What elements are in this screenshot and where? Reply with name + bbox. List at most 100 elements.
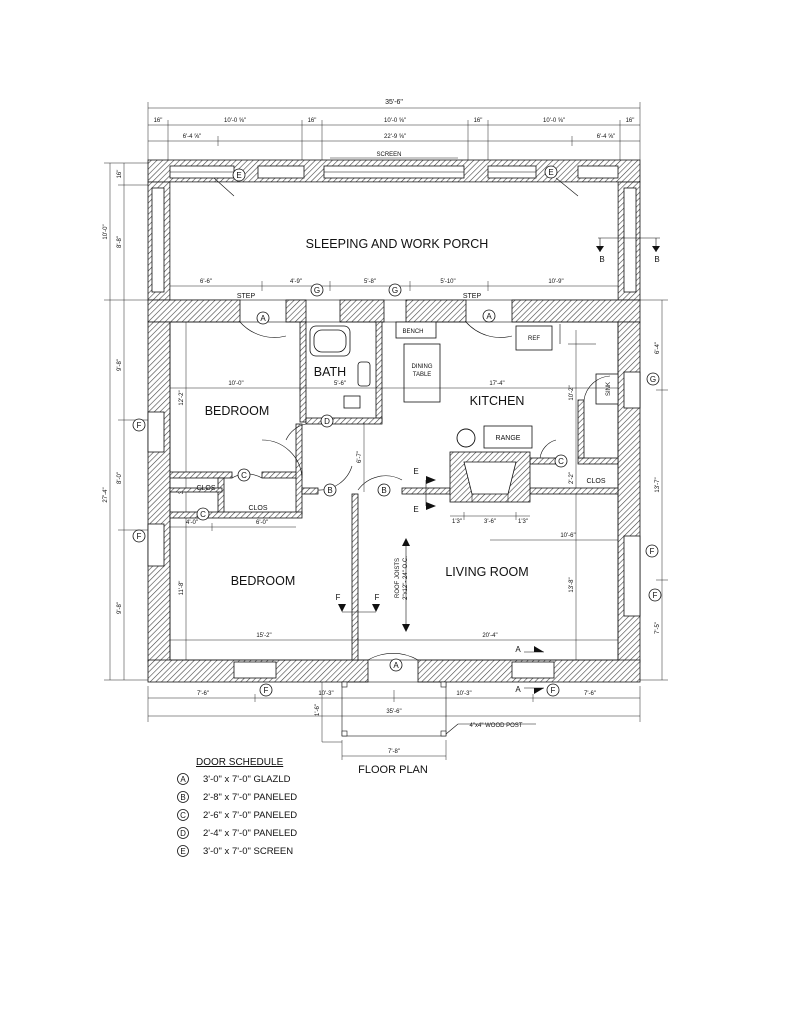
section-mark-a (524, 646, 544, 694)
bedroom-lower-label: BEDROOM (231, 574, 296, 588)
porch-walls (147, 159, 641, 301)
fireplace (449, 451, 531, 503)
dim-right-seg-3: 7'-5" (655, 622, 661, 634)
clos-label-1: CLOS (196, 485, 215, 492)
section-a-bottom: A (515, 685, 521, 694)
dim-top-4: 10'-0 ⅝" (384, 118, 406, 124)
step-right-label: STEP (463, 293, 482, 300)
interior-walls (169, 321, 619, 661)
section-mark-e (425, 476, 436, 510)
wood-post-label: 4"x4" WOOD POST (470, 723, 523, 729)
dim-kitchen-width: 17'-4" (489, 381, 504, 387)
dim-range-3: 1'3" (518, 519, 528, 525)
door-tag-f-bottom-right: F (551, 686, 556, 695)
clos-label-3: CLOS (586, 478, 605, 485)
door-tag-g-center: G (392, 286, 398, 295)
dim-range-1: 1'3" (452, 519, 462, 525)
dim-porch-front-1: 6'-6" (200, 279, 212, 285)
roof-joists-spec: 2"x12"- 24" O.C. (403, 556, 409, 600)
dim-bottom-2: 10'-3" (318, 691, 333, 697)
section-e-bottom: E (413, 505, 418, 514)
schedule-tag-c: C (180, 811, 186, 820)
dim-porch-front-2: 4'-9" (290, 279, 302, 285)
right-dimensions: 6'-4" 13'-7" 7'-5" 10'-2" 2'-2" 13'-8" (569, 299, 668, 681)
dim-right-inner-2: 2'-2" (569, 472, 575, 484)
step-left-label: STEP (237, 293, 256, 300)
schedule-spec-a: 3'-0" x 7'-0" GLAZLD (203, 774, 291, 785)
door-tag-f-bottom-left: F (264, 686, 269, 695)
dim-left-seg-3: 9'-8" (117, 602, 123, 614)
schedule-tag-e: E (180, 847, 185, 856)
door-tag-f-upper-left: F (137, 421, 142, 430)
section-a-top: A (515, 645, 521, 654)
dim-bedroom-width: 10'-0" (228, 381, 243, 387)
section-b-right: B (654, 255, 659, 264)
porch-screens (151, 165, 637, 293)
door-tag-e-left: E (236, 171, 241, 180)
dim-right-seg-1: 6'-4" (655, 342, 661, 354)
dining-label-1: DINING (412, 364, 433, 370)
door-tag-d: D (324, 417, 330, 426)
porch-door-swings (213, 177, 579, 197)
dim-range-2: 3'-6" (484, 519, 496, 525)
porch-title: SLEEPING AND WORK PORCH (306, 237, 489, 251)
dim-top-7: 16" (626, 118, 635, 124)
dim-post-offset: 1'-6" (315, 704, 321, 716)
section-mark-f (338, 604, 380, 613)
door-tag-a-front: A (393, 661, 399, 670)
section-f-right: F (375, 593, 380, 602)
door-tag-a-left: A (260, 314, 266, 323)
dim-left-seg-1: 9'-8" (117, 359, 123, 371)
door-tag-g-right: G (650, 375, 656, 384)
kitchen-label: KITCHEN (470, 394, 525, 408)
dim-left-inner-3: 11'-8" (179, 581, 185, 596)
schedule-spec-e: 3'-0" x 7'-0" SCREEN (203, 846, 293, 857)
door-tag-g-left: G (314, 286, 320, 295)
dim-bottom-3: 10'-3" (456, 691, 471, 697)
dim-porch-front-5: 10'-9" (548, 279, 563, 285)
front-stoop (321, 681, 459, 760)
dim-left-porch-outer: 10'-0" (103, 224, 109, 239)
dim-porch-stoop: 7'-8" (388, 749, 400, 755)
section-e-top: E (413, 467, 418, 476)
dim-left-seg-2: 8'-0" (117, 472, 123, 484)
section-b-left: B (599, 255, 604, 264)
bedroom-upper-label: BEDROOM (205, 404, 270, 418)
schedule-spec-d: 2'-4" x 7'-0" PANELED (203, 828, 297, 839)
dining-label-2: TABLE (413, 372, 432, 378)
bath-fixtures (309, 325, 371, 409)
door-tag-f-right-2: F (653, 591, 658, 600)
house-windows (147, 371, 641, 679)
dim-closet-2: 6'-0" (256, 520, 268, 526)
dim-hall: 6'-7" (357, 451, 363, 463)
roof-joists-arrow (402, 538, 410, 632)
door-schedule-heading: DOOR SCHEDULE (196, 757, 284, 768)
bath-label: BATH (314, 365, 346, 379)
dim-top-3: 16" (308, 118, 317, 124)
bottom-dimensions (147, 686, 641, 722)
schedule-tag-b: B (180, 793, 185, 802)
range-dims: 1'3" 3'-6" 1'3" (450, 512, 530, 525)
door-tags (132, 165, 662, 697)
dim-top-5: 16" (474, 118, 483, 124)
door-tag-e-right: E (548, 168, 553, 177)
schedule-spec-c: 2'-6" x 7'-0" PANELED (203, 810, 297, 821)
dim-right-seg-2: 13'-7" (655, 477, 661, 492)
dim-left-porch-side: 16" (117, 170, 123, 179)
dim-top-1: 16" (154, 118, 163, 124)
bench-label: BENCH (402, 329, 423, 335)
section-mark-b (596, 237, 660, 252)
dim-bottom-4: 7'-6" (584, 691, 596, 697)
door-tag-b-left: B (327, 486, 332, 495)
dim-second-3: 6'-4 ⅝" (597, 134, 616, 140)
kitchen-fixtures (395, 321, 619, 449)
section-f-left: F (336, 593, 341, 602)
dim-bedroom-lower-width: 15'-2" (256, 633, 271, 639)
dim-overall-top: 35'-6" (385, 99, 403, 106)
dim-porch-front-4: 5'-10" (440, 279, 455, 285)
roof-joists-label: ROOF JOISTS (395, 558, 401, 598)
top-dimensions: 35'-6" 16" 10'-0 ⅝" 16" 10'-0 ⅝" 16" 10'… (147, 99, 641, 160)
dim-living-inner: 10'-6" (560, 533, 575, 539)
door-schedule: DOOR SCHEDULE A 3'-0" x 7'-0" GLAZLD B 2… (177, 757, 297, 857)
